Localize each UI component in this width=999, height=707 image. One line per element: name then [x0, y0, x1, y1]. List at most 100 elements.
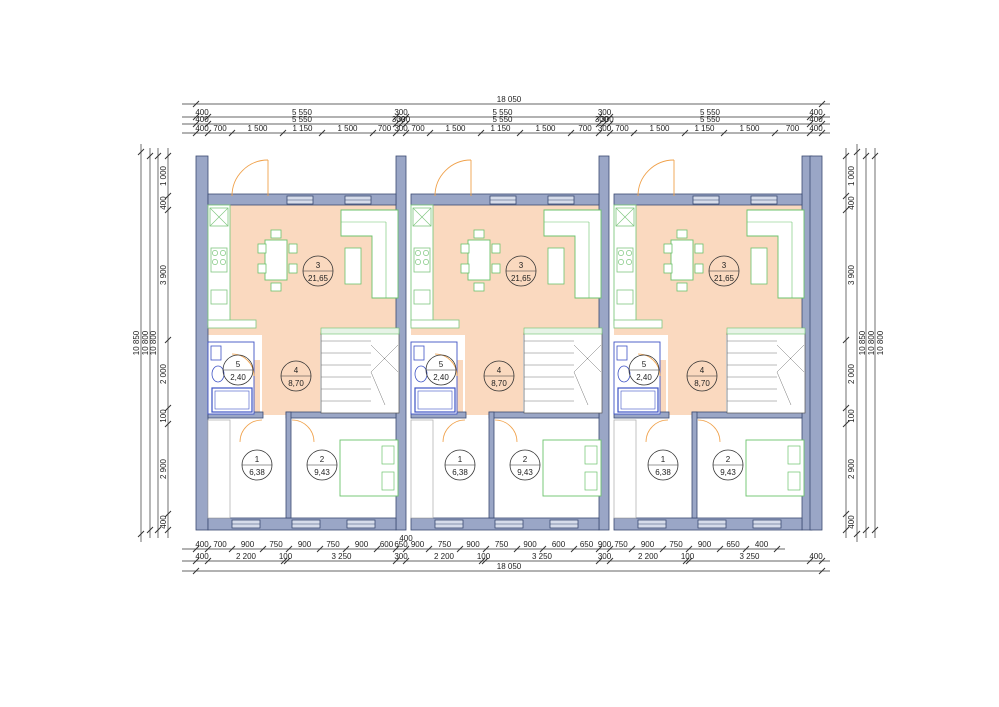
wardrobe: [613, 419, 637, 519]
chair: [676, 282, 688, 292]
sink: [616, 289, 634, 305]
dimension-tick: [402, 129, 410, 137]
bathroom: [410, 341, 458, 415]
dimension-label: 1 500: [445, 124, 466, 133]
dimension-label: 1 000: [847, 165, 856, 186]
cooktop: [616, 247, 634, 273]
dimension-label: 700: [578, 124, 592, 133]
dimension-tick: [806, 120, 814, 128]
dimension-label: 18 050: [497, 95, 522, 104]
room-tag-bedroom-1: 16,38: [241, 449, 273, 481]
bedroom-2-door-swing: [494, 419, 518, 443]
dimension-label: 400: [195, 115, 209, 124]
outer-wall-left: [195, 155, 209, 531]
dimension-label: 100: [681, 552, 695, 561]
dimension-tick: [595, 113, 603, 121]
dimension-label: 750: [495, 540, 509, 549]
dimension-label: 400: [847, 196, 856, 210]
dimension-tick: [192, 545, 200, 553]
toilet: [414, 365, 428, 383]
dimension-tick: [567, 129, 575, 137]
dimension-label: 5 550: [700, 115, 721, 124]
dimension-label: 400: [159, 196, 168, 210]
entrance-door-swing: [231, 159, 269, 197]
pillow: [787, 471, 801, 491]
burner: [626, 250, 632, 256]
stair: [726, 332, 806, 414]
dimension-tick: [204, 120, 212, 128]
bedroom-1-door-swing: [645, 419, 669, 443]
dimension-tick: [720, 129, 728, 137]
dimension-tick: [146, 526, 154, 534]
dimension-label: 900: [411, 540, 425, 549]
room-number: 1: [661, 455, 666, 464]
dimension-label: 700: [411, 124, 425, 133]
dimension-label: 3 250: [532, 552, 553, 561]
room-tag-bedroom-1: 16,38: [444, 449, 476, 481]
bedroom-1-floor: [433, 420, 491, 520]
dimension-label: 900: [466, 540, 480, 549]
dimension-label: 400: [809, 124, 823, 133]
dimension-tick: [606, 129, 614, 137]
dimension-label: 2 200: [434, 552, 455, 561]
dimension-tick: [154, 152, 162, 160]
stair-winder: [370, 344, 399, 373]
interior-wall: [285, 411, 292, 519]
dimension-tick: [164, 152, 172, 160]
dimension-tick: [681, 129, 689, 137]
dimension-label: 600: [552, 540, 566, 549]
corner-sofa: [340, 209, 399, 299]
dimension-label: 750: [269, 540, 283, 549]
dimension-tick: [716, 545, 724, 553]
dimension-label: 650: [580, 540, 594, 549]
dimension-label: 1 000: [159, 165, 168, 186]
dimension-tick: [685, 557, 693, 565]
dimension-tick: [842, 510, 850, 518]
hall-floor: [465, 335, 523, 415]
room-area: 9,43: [314, 468, 330, 477]
room-area: 2,40: [230, 373, 246, 382]
burner: [626, 259, 632, 265]
dimension-tick: [516, 129, 524, 137]
dimension-tick: [392, 113, 400, 121]
room-area: 6,38: [655, 468, 671, 477]
dimension-tick: [402, 120, 410, 128]
dimension-tick: [570, 545, 578, 553]
bottom-mid-label: 400: [399, 534, 413, 543]
room-area: 21,65: [511, 274, 532, 283]
coffee-table: [344, 247, 362, 285]
stair-rail: [523, 327, 603, 335]
fridge-mark: [209, 207, 229, 227]
dimension-tick: [682, 557, 690, 565]
dimension-label: 10 800: [876, 330, 885, 355]
dimension-label: 18 050: [497, 562, 522, 571]
townhouse-units: 321,6552,4048,7016,3829,43321,6552,4048,…: [195, 155, 823, 531]
dimension-label: 2 000: [159, 363, 168, 384]
dimension-label: 400: [195, 552, 209, 561]
pillow: [381, 471, 395, 491]
dimension-tick: [818, 113, 826, 121]
room-area: 6,38: [452, 468, 468, 477]
dimension-label: 100: [847, 409, 856, 423]
washbasin: [413, 345, 425, 361]
room-number: 3: [722, 261, 727, 270]
dimension-tick: [871, 152, 879, 160]
entrance-door-swing: [637, 159, 675, 197]
dimension-label: 5 550: [492, 115, 513, 124]
dimension-tick: [482, 545, 490, 553]
dimension-label: 900: [598, 540, 612, 549]
dimension-tick: [402, 557, 410, 565]
dimension-tick: [818, 129, 826, 137]
dimension-tick: [279, 129, 287, 137]
bathtub: [617, 387, 659, 413]
dimension-label: 5 550: [292, 108, 313, 117]
dimension-label: 1 150: [292, 124, 313, 133]
bottom-total-chain: 18 050: [182, 562, 830, 575]
sink: [413, 289, 431, 305]
dimension-label: 400: [195, 124, 209, 133]
dimension-tick: [392, 120, 400, 128]
